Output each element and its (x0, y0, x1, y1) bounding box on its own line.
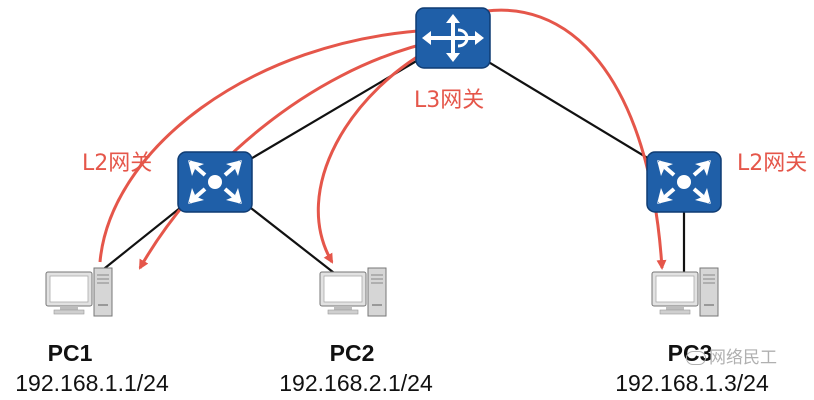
pc2-ip: 192.168.2.1/24 (279, 370, 433, 396)
switch-right-icon (645, 150, 723, 214)
traffic-arrows (98, 8, 667, 270)
link-router-switch-left (214, 39, 453, 181)
arrow-router-to-pc2 (316, 43, 439, 264)
pc1-name: PC1 (47, 340, 93, 366)
watermark-text: 网络民工 (709, 348, 777, 368)
wechat-icon (686, 351, 706, 365)
pc3-ip: 192.168.1.3/24 (615, 370, 769, 396)
pc1-ip: 192.168.1.1/24 (15, 370, 169, 396)
l2-gateway-left-label: L2网关 (82, 151, 153, 176)
arrow-router-to-pc3 (469, 8, 667, 270)
arrow-pc1-to-router (98, 25, 434, 263)
watermark: 网络民工 (686, 350, 777, 367)
arrow-router-to-pc1 (138, 38, 441, 270)
pc3-icon (651, 267, 719, 317)
pc1-icon (45, 267, 113, 317)
l2-gateway-right-label: L2网关 (737, 151, 808, 176)
switch-left-icon (176, 150, 254, 214)
l3-gateway-label: L3网关 (414, 88, 485, 113)
pc2-icon (319, 267, 387, 317)
pc2-name: PC2 (329, 340, 375, 366)
router-icon (415, 7, 491, 69)
